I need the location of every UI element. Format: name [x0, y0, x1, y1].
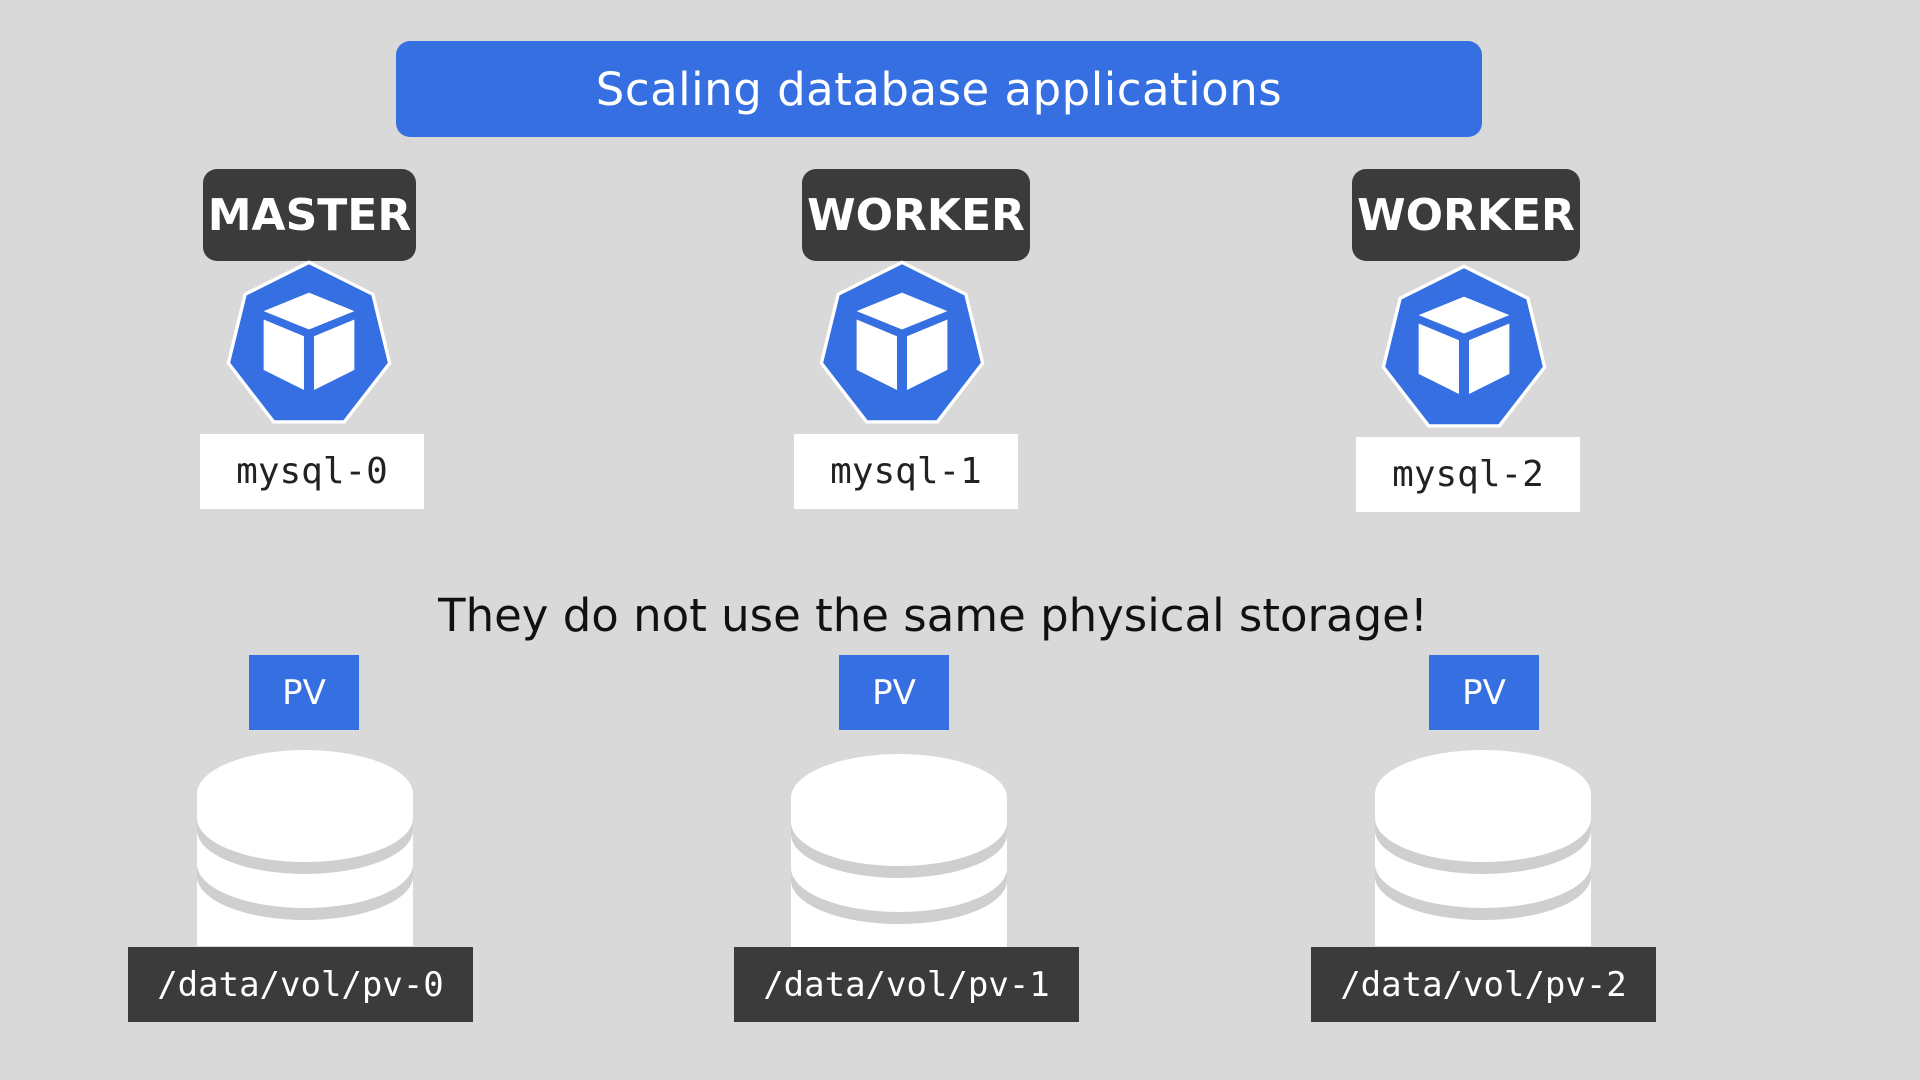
volume-path-label: /data/vol/pv-2: [1311, 947, 1656, 1022]
pv-badge: PV: [1429, 655, 1539, 730]
database-cylinder-icon: [197, 750, 413, 946]
database-cylinder-icon: [791, 754, 1007, 950]
worker-node-badge: WORKER: [1352, 169, 1580, 261]
volume-path-label: /data/vol/pv-1: [734, 947, 1079, 1022]
master-node-badge: MASTER: [203, 169, 416, 261]
pod-cube-icon: [226, 260, 392, 424]
database-cylinder-icon: [1375, 750, 1591, 946]
pod-label: mysql-1: [794, 434, 1018, 509]
diagram-title: Scaling database applications: [396, 41, 1482, 137]
storage-note: They do not use the same physical storag…: [438, 588, 1428, 642]
worker-node-badge: WORKER: [802, 169, 1030, 261]
volume-path-label: /data/vol/pv-0: [128, 947, 473, 1022]
pv-badge: PV: [839, 655, 949, 730]
pod-cube-icon: [819, 260, 985, 424]
pod-label: mysql-0: [200, 434, 424, 509]
pv-badge: PV: [249, 655, 359, 730]
pod-label: mysql-2: [1356, 437, 1580, 512]
pod-cube-icon: [1381, 264, 1547, 428]
